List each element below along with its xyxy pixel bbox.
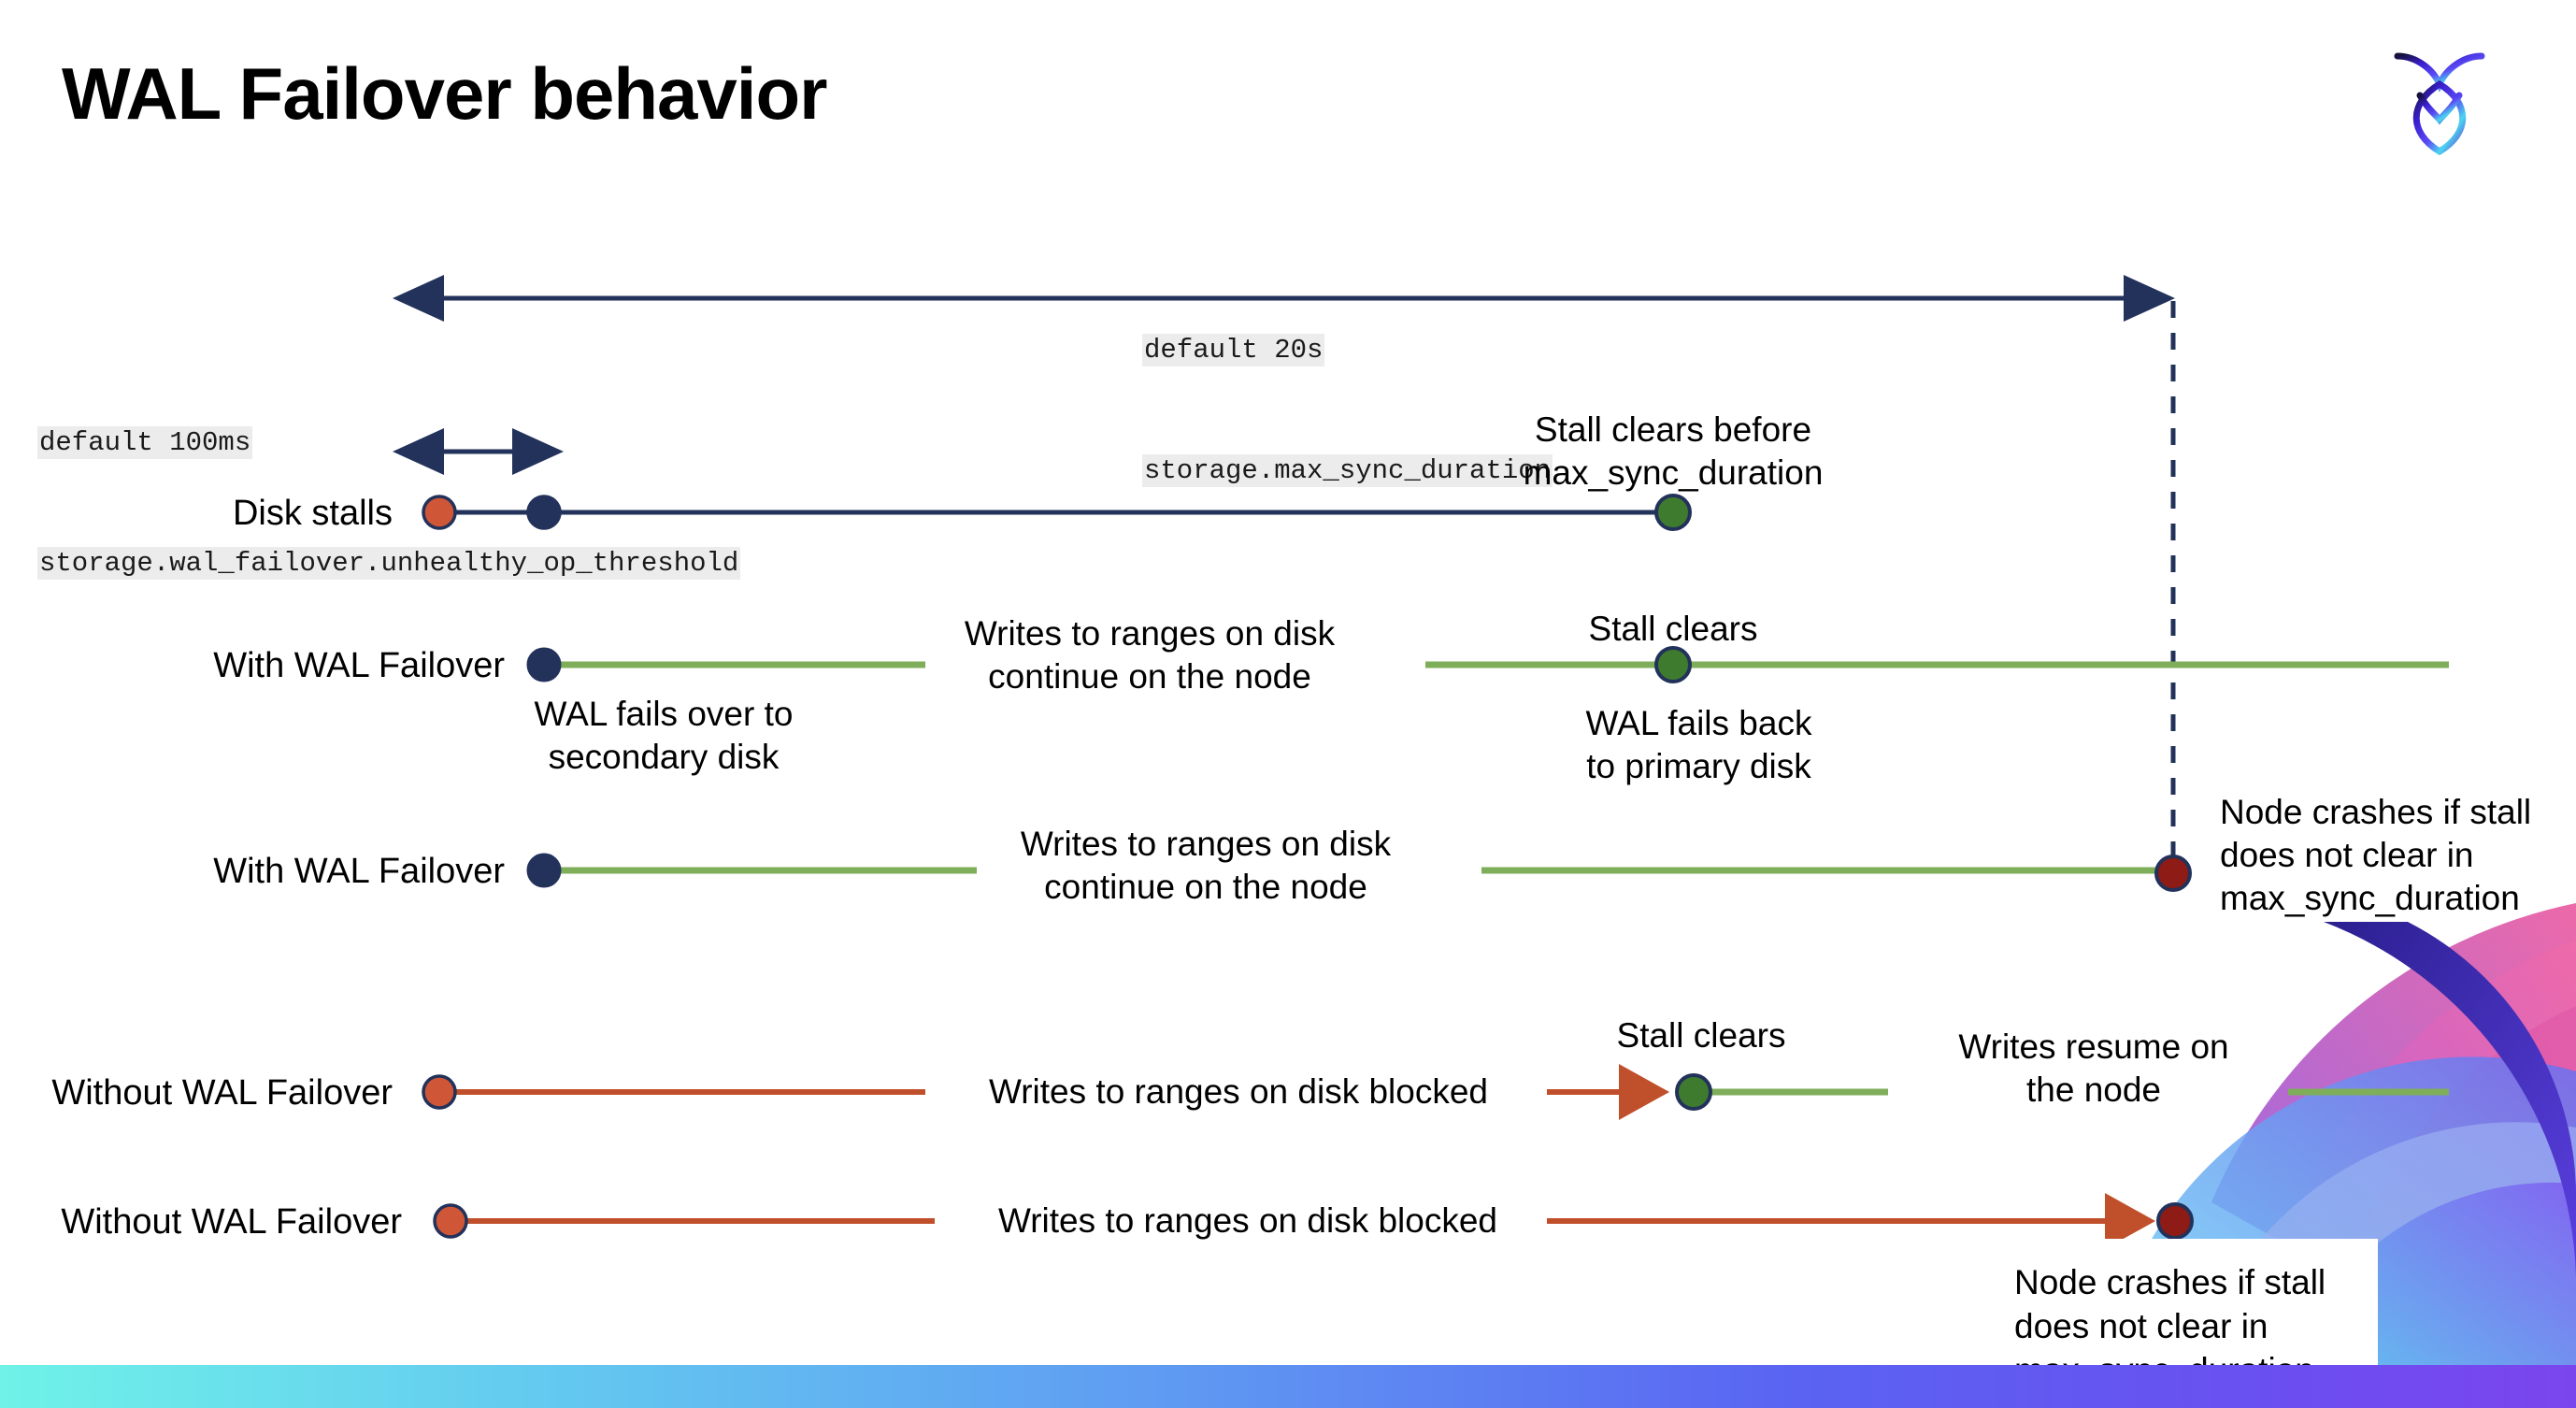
- caption-writes-continue-2: Writes to ranges on disk continue on the…: [1020, 825, 1392, 906]
- node-crash-dot: [2154, 855, 2192, 892]
- caption-wal-fails-over: WAL fails over to secondary disk: [534, 695, 794, 776]
- stall-clears-dot: [1654, 494, 1692, 531]
- bottom-gradient-bar: [0, 1365, 2576, 1408]
- row-label-disk-stalls: Disk stalls: [232, 494, 393, 533]
- caption-node-crashes-1: Node crashes if stall does not clear in …: [2220, 793, 2532, 917]
- cockroachdb-logo-icon: [2388, 36, 2491, 156]
- caption-writes-continue-1: Writes to ranges on disk continue on the…: [964, 614, 1336, 696]
- stall-clears-dot: [1675, 1073, 1712, 1111]
- annotation-max-sync-setting: storage.max_sync_duration: [1142, 454, 1553, 487]
- caption-stall-clears-before: Stall clears before max_sync_duration: [1523, 410, 1824, 492]
- row-label-without-wal-failover-2: Without WAL Failover: [61, 1202, 402, 1242]
- stall-start-dot: [422, 1074, 457, 1110]
- annotation-max-sync-duration: default 20s storage.max_sync_duration: [1142, 250, 1553, 531]
- wal-failover-start-dot: [526, 647, 562, 682]
- node-crash-dot: [2156, 1202, 2194, 1240]
- caption-writes-blocked-2: Writes to ranges on disk blocked: [997, 1201, 1498, 1240]
- annotation-max-sync-default: default 20s: [1142, 334, 1325, 366]
- caption-stall-clears-1: Stall clears: [1588, 610, 1758, 648]
- annotation-unhealthy-setting: storage.wal_failover.unhealthy_op_thresh…: [37, 547, 741, 580]
- annotation-unhealthy-default: default 100ms: [37, 426, 253, 459]
- caption-stall-clears-2: Stall clears: [1616, 1016, 1786, 1055]
- row-label-with-wal-failover-1: With WAL Failover: [213, 646, 505, 685]
- annotation-unhealthy-op-threshold: default 100ms storage.wal_failover.unhea…: [37, 342, 741, 624]
- wal-failover-start-dot: [526, 853, 562, 888]
- caption-wal-fails-back: WAL fails back to primary disk: [1585, 704, 1812, 785]
- page-title: WAL Failover behavior: [62, 52, 827, 135]
- row-label-without-wal-failover-1: Without WAL Failover: [51, 1073, 393, 1113]
- row-with-wal-failover-1-timeline: [526, 646, 2449, 683]
- caption-writes-blocked-1: Writes to ranges on disk blocked: [988, 1072, 1489, 1111]
- row-label-with-wal-failover-2: With WAL Failover: [213, 852, 505, 891]
- stall-clears-dot: [1654, 646, 1692, 683]
- caption-writes-resume: Writes resume on the node: [1958, 1027, 2229, 1109]
- stall-start-dot: [433, 1203, 468, 1239]
